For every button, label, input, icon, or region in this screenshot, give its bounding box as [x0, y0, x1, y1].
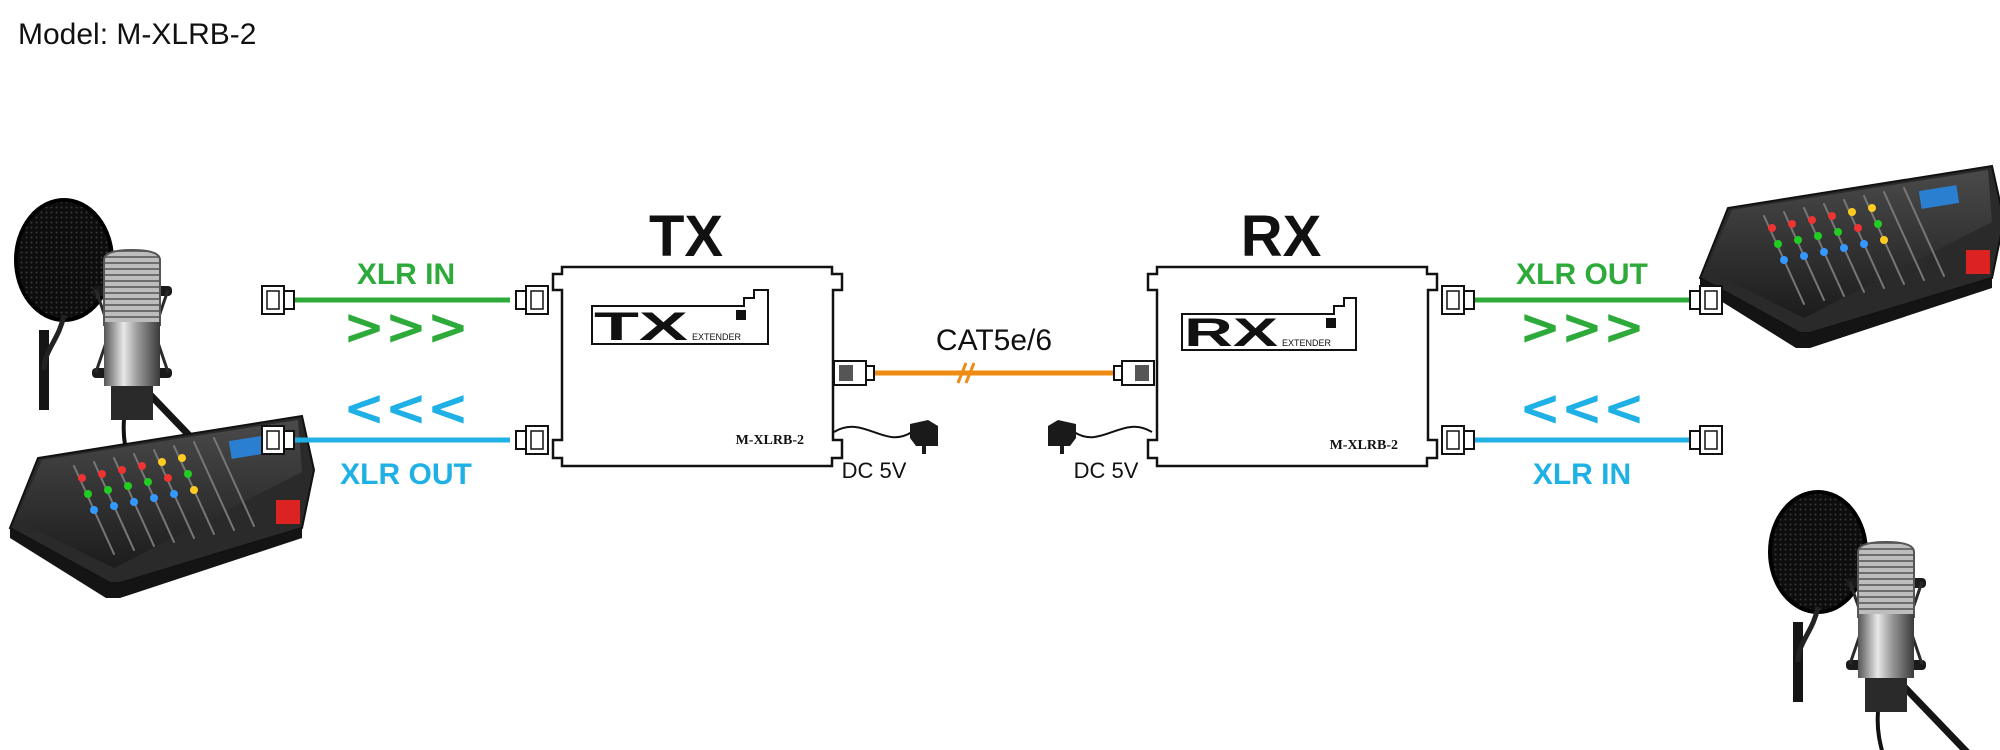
- model-caption-value: M-XLRB-2: [116, 18, 257, 51]
- xlr-connector-icon: [1441, 285, 1475, 315]
- tx-xlr-out-label: XLR OUT: [340, 458, 472, 491]
- rx-model-label: M-XLRB-2: [1330, 438, 1398, 453]
- cable-break-mark: [956, 362, 968, 384]
- tx-xlr-in-label: XLR IN: [357, 258, 455, 291]
- rx-backward-arrows: <<<: [1519, 379, 1645, 437]
- rx-xlr-in-label: XLR IN: [1533, 458, 1631, 491]
- power-adapter-icon: [1047, 419, 1153, 455]
- cable-label: CAT5e/6: [936, 324, 1052, 357]
- model-caption: Model: M-XLRB-2: [18, 18, 256, 52]
- xlr-connector-icon: [1689, 425, 1723, 455]
- rx-power-label: DC 5V: [1074, 458, 1139, 483]
- rx-title: RX: [1241, 204, 1322, 269]
- cable-break-mark: [964, 362, 976, 384]
- tx-unit: [551, 265, 844, 468]
- tx-badge-sub: EXTENDER: [692, 332, 742, 342]
- tx-title: TX: [649, 204, 723, 269]
- rx-badge: RX EXTENDER: [1181, 297, 1357, 355]
- rj45-connector-icon: [833, 360, 875, 386]
- tx-badge-text: TX: [594, 305, 689, 349]
- rx-unit: [1146, 265, 1439, 468]
- rx-xlr-out-label: XLR OUT: [1516, 258, 1648, 291]
- rx-forward-arrows: >>>: [1519, 298, 1645, 356]
- rx-badge-text: RX: [1184, 311, 1279, 355]
- xlr-connector-icon: [1441, 425, 1475, 455]
- tx-backward-arrows: <<<: [343, 379, 469, 437]
- audio-mixer-icon: [1699, 165, 2000, 349]
- xlr-connector-icon: [1689, 285, 1723, 315]
- tx-badge: TX EXTENDER: [591, 289, 769, 349]
- xlr-connector-icon: [261, 425, 295, 455]
- tx-forward-arrows: >>>: [343, 298, 469, 356]
- power-adapter-icon: [833, 419, 939, 455]
- xlr-connector-icon: [515, 425, 549, 455]
- rx-badge-sub: EXTENDER: [1282, 338, 1332, 348]
- xlr-connector-icon: [515, 285, 549, 315]
- microphone-icon: [1770, 492, 1986, 750]
- xlr-connector-icon: [261, 285, 295, 315]
- tx-model-label: M-XLRB-2: [736, 433, 804, 448]
- rj45-connector-icon: [1113, 360, 1155, 386]
- tx-power-label: DC 5V: [842, 458, 907, 483]
- model-caption-label: Model:: [18, 18, 109, 51]
